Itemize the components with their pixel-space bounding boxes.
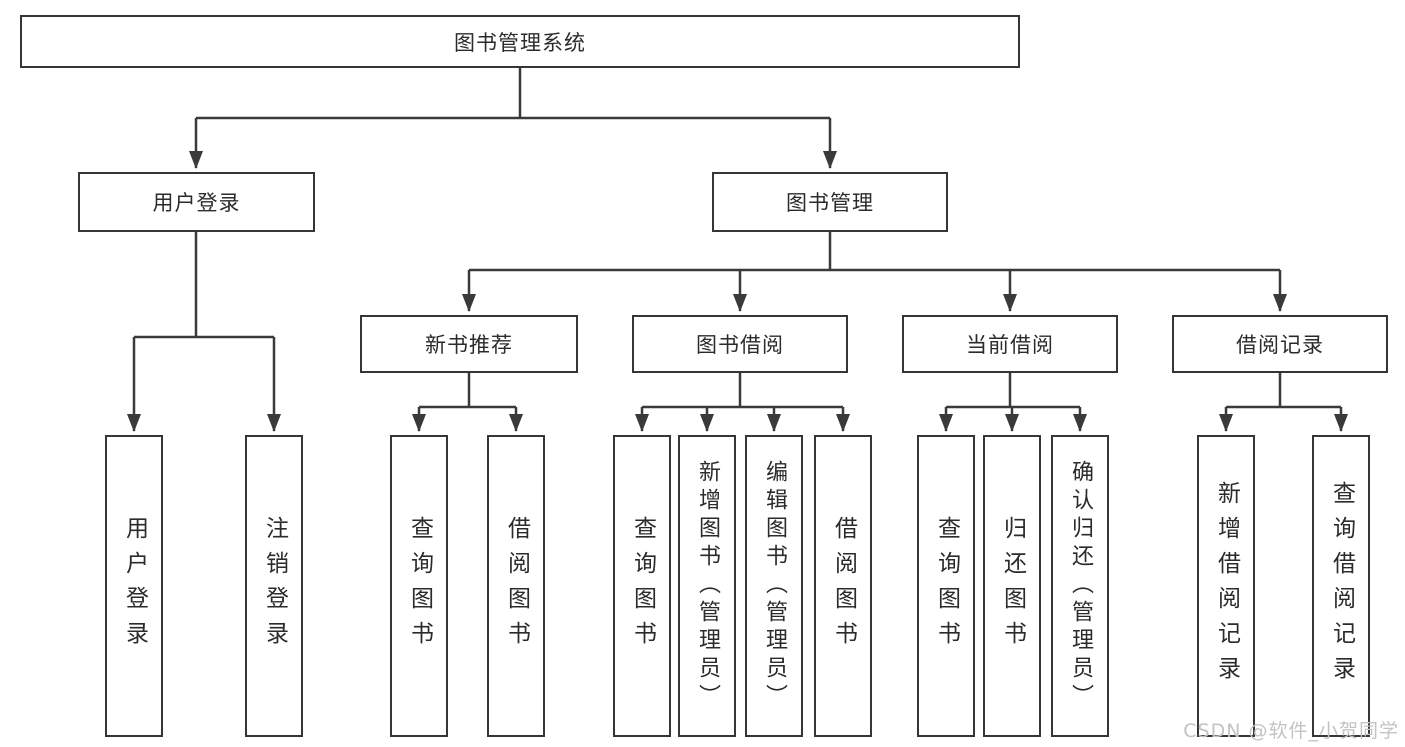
node-leaf-add-books-admin-label: 新增图书（管理员） <box>695 460 720 712</box>
node-leaf-borrow-books-borrow-label: 借阅图书 <box>830 516 857 656</box>
node-leaf-logout: 注销登录 <box>245 435 303 737</box>
node-leaf-query-books-recommend-label: 查询图书 <box>406 516 433 656</box>
node-leaf-query-books-borrow-label: 查询图书 <box>629 516 656 656</box>
node-leaf-add-books-admin: 新增图书（管理员） <box>678 435 736 737</box>
node-leaf-query-books-borrow: 查询图书 <box>613 435 671 737</box>
node-leaf-edit-books-admin-label: 编辑图书（管理员） <box>762 460 787 712</box>
node-leaf-query-books-recommend: 查询图书 <box>390 435 448 737</box>
node-leaf-add-borrow-record: 新增借阅记录 <box>1197 435 1255 737</box>
node-leaf-query-borrow-record: 查询借阅记录 <box>1312 435 1370 737</box>
node-book-borrowing: 图书借阅 <box>632 315 848 373</box>
node-user-login: 用户登录 <box>78 172 315 232</box>
node-book-management: 图书管理 <box>712 172 948 232</box>
node-leaf-logout-label: 注销登录 <box>261 516 288 656</box>
node-current-borrowing: 当前借阅 <box>902 315 1118 373</box>
node-leaf-borrow-books-recommend: 借阅图书 <box>487 435 545 737</box>
node-leaf-confirm-return-admin: 确认归还（管理员） <box>1051 435 1109 737</box>
node-leaf-add-borrow-record-label: 新增借阅记录 <box>1213 481 1240 691</box>
node-borrowing-records: 借阅记录 <box>1172 315 1388 373</box>
node-leaf-return-books: 归还图书 <box>983 435 1041 737</box>
csdn-watermark: CSDN @软件_小贺同学 <box>1183 720 1399 742</box>
node-leaf-borrow-books-recommend-label: 借阅图书 <box>503 516 530 656</box>
node-new-book-recommendation: 新书推荐 <box>360 315 578 373</box>
node-leaf-borrow-books-borrow: 借阅图书 <box>814 435 872 737</box>
node-leaf-user-login: 用户登录 <box>105 435 163 737</box>
node-leaf-query-books-current: 查询图书 <box>917 435 975 737</box>
node-library-management-system: 图书管理系统 <box>20 15 1020 68</box>
node-leaf-confirm-return-admin-label: 确认归还（管理员） <box>1068 460 1093 712</box>
node-leaf-edit-books-admin: 编辑图书（管理员） <box>745 435 803 737</box>
node-leaf-return-books-label: 归还图书 <box>999 516 1026 656</box>
node-leaf-query-borrow-record-label: 查询借阅记录 <box>1328 481 1355 691</box>
node-leaf-query-books-current-label: 查询图书 <box>933 516 960 656</box>
node-leaf-user-login-label: 用户登录 <box>121 516 148 656</box>
